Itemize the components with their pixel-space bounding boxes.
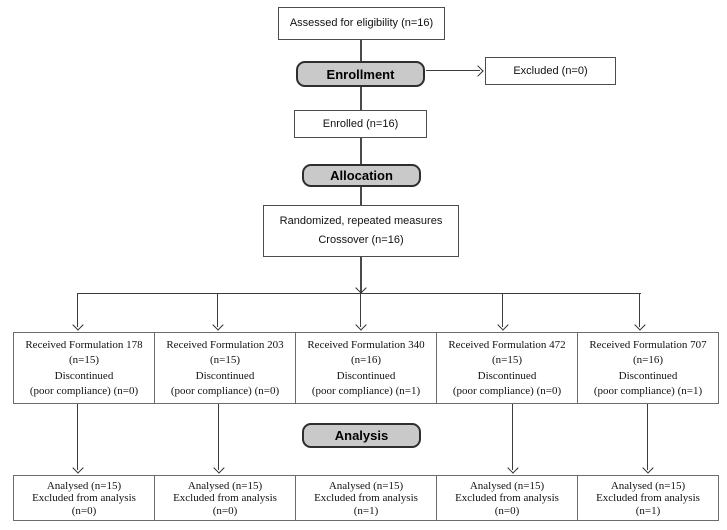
analysed-n: (n=1) <box>635 504 661 517</box>
connector-enrollment-excluded <box>426 70 480 72</box>
formulation-box-178: Received Formulation 178 (n=15) Disconti… <box>13 332 155 404</box>
excluded-label: Excluded (n=0) <box>513 64 588 77</box>
formulation-n: (n=15) <box>209 354 241 367</box>
enrolled-box: Enrolled (n=16) <box>294 110 427 138</box>
formulation-received: Received Formulation 707 <box>589 339 707 352</box>
connector-randomized-branch <box>360 257 362 294</box>
analysed-n: (n=1) <box>353 504 379 517</box>
analysed-excluded: Excluded from analysis <box>173 492 277 504</box>
stage-analysis-label: Analysis <box>334 428 389 443</box>
connector-formulation-analysed-col1 <box>77 404 79 470</box>
formulation-received: Received Formulation 472 <box>448 339 566 352</box>
connector-allocation-randomized <box>360 187 362 205</box>
analysed-label: Analysed (n=15) <box>469 479 545 492</box>
analysed-excluded: Excluded from analysis <box>32 492 136 504</box>
analysed-box-2: Analysed (n=15) Excluded from analysis (… <box>154 475 296 521</box>
arrowhead-right-excluded <box>472 65 484 77</box>
formulation-discontinued: Discontinued <box>477 369 537 382</box>
formulation-discontinued: Discontinued <box>618 369 678 382</box>
formulation-n: (n=16) <box>350 354 382 367</box>
formulation-discontinued: Discontinued <box>336 369 396 382</box>
enrolled-label: Enrolled (n=16) <box>322 117 399 130</box>
branch-line <box>78 293 641 295</box>
arrowhead-down-analysed-col4 <box>507 462 519 474</box>
connector-formulation-analysed-col2 <box>218 404 220 470</box>
arrowhead-down-analysed-col1 <box>72 462 84 474</box>
arrowhead-down-analysed-col2 <box>213 462 225 474</box>
analysed-row: Analysed (n=15) Excluded from analysis (… <box>13 475 719 521</box>
connector-enrollment-enrolled <box>360 87 362 110</box>
analysed-label: Analysed (n=15) <box>610 479 686 492</box>
analysed-excluded: Excluded from analysis <box>314 492 418 504</box>
arrowhead-down-branch-junction <box>355 282 367 294</box>
analysed-box-5: Analysed (n=15) Excluded from analysis (… <box>577 475 719 521</box>
analysed-n: (n=0) <box>494 504 520 517</box>
analysed-box-3: Analysed (n=15) Excluded from analysis (… <box>295 475 437 521</box>
formulation-row: Received Formulation 178 (n=15) Disconti… <box>13 332 719 404</box>
formulation-box-340: Received Formulation 340 (n=16) Disconti… <box>295 332 437 404</box>
formulation-compliance: (poor compliance) (n=1) <box>311 384 421 397</box>
connector-branch-col4 <box>502 293 504 327</box>
arrowhead-down-col3 <box>355 319 367 331</box>
connector-formulation-analysed-col4 <box>512 404 514 470</box>
arrowhead-down-analysed-col5 <box>642 462 654 474</box>
analysed-box-4: Analysed (n=15) Excluded from analysis (… <box>436 475 578 521</box>
stage-analysis: Analysis <box>302 423 421 448</box>
connector-assessed-enrollment <box>360 40 362 61</box>
formulation-received: Received Formulation 340 <box>307 339 425 352</box>
formulation-n: (n=15) <box>68 354 100 367</box>
randomized-line2: Crossover (n=16) <box>318 233 404 246</box>
analysed-box-1: Analysed (n=15) Excluded from analysis (… <box>13 475 155 521</box>
analysed-n: (n=0) <box>71 504 97 517</box>
connector-formulation-analysed-col5 <box>647 404 649 470</box>
analysed-excluded: Excluded from analysis <box>455 492 559 504</box>
connector-enrolled-allocation <box>360 138 362 164</box>
formulation-compliance: (poor compliance) (n=0) <box>170 384 280 397</box>
formulation-discontinued: Discontinued <box>54 369 114 382</box>
analysed-label: Analysed (n=15) <box>328 479 404 492</box>
formulation-n: (n=16) <box>632 354 664 367</box>
arrowhead-down-col4 <box>497 319 509 331</box>
arrowhead-down-col1 <box>72 319 84 331</box>
formulation-compliance: (poor compliance) (n=0) <box>452 384 562 397</box>
excluded-box: Excluded (n=0) <box>485 57 616 85</box>
assessed-eligibility-label: Assessed for eligibility (n=16) <box>289 17 434 29</box>
connector-branch-col1 <box>77 293 79 327</box>
randomized-line1: Randomized, repeated measures <box>279 215 443 228</box>
formulation-n: (n=15) <box>491 354 523 367</box>
stage-enrollment-label: Enrollment <box>326 66 395 82</box>
formulation-box-707: Received Formulation 707 (n=16) Disconti… <box>577 332 719 404</box>
formulation-discontinued: Discontinued <box>195 369 255 382</box>
formulation-compliance: (poor compliance) (n=0) <box>29 384 139 397</box>
stage-allocation-label: Allocation <box>330 168 393 183</box>
formulation-box-472: Received Formulation 472 (n=15) Disconti… <box>436 332 578 404</box>
stage-enrollment: Enrollment <box>296 61 425 87</box>
analysed-excluded: Excluded from analysis <box>596 492 700 504</box>
formulation-compliance: (poor compliance) (n=1) <box>593 384 703 397</box>
formulation-box-203: Received Formulation 203 (n=15) Disconti… <box>154 332 296 404</box>
analysed-n: (n=0) <box>212 504 238 517</box>
formulation-received: Received Formulation 178 <box>25 339 143 352</box>
arrowhead-down-col5 <box>634 319 646 331</box>
connector-branch-col3 <box>360 293 362 327</box>
assessed-eligibility-box: Assessed for eligibility (n=16) <box>278 7 445 40</box>
formulation-received: Received Formulation 203 <box>166 339 284 352</box>
analysed-label: Analysed (n=15) <box>187 479 263 492</box>
connector-branch-col2 <box>217 293 219 327</box>
randomized-box: Randomized, repeated measures Crossover … <box>263 205 459 257</box>
arrowhead-down-col2 <box>212 319 224 331</box>
analysed-label: Analysed (n=15) <box>46 479 122 492</box>
stage-allocation: Allocation <box>302 164 421 187</box>
connector-branch-col5 <box>639 293 641 327</box>
